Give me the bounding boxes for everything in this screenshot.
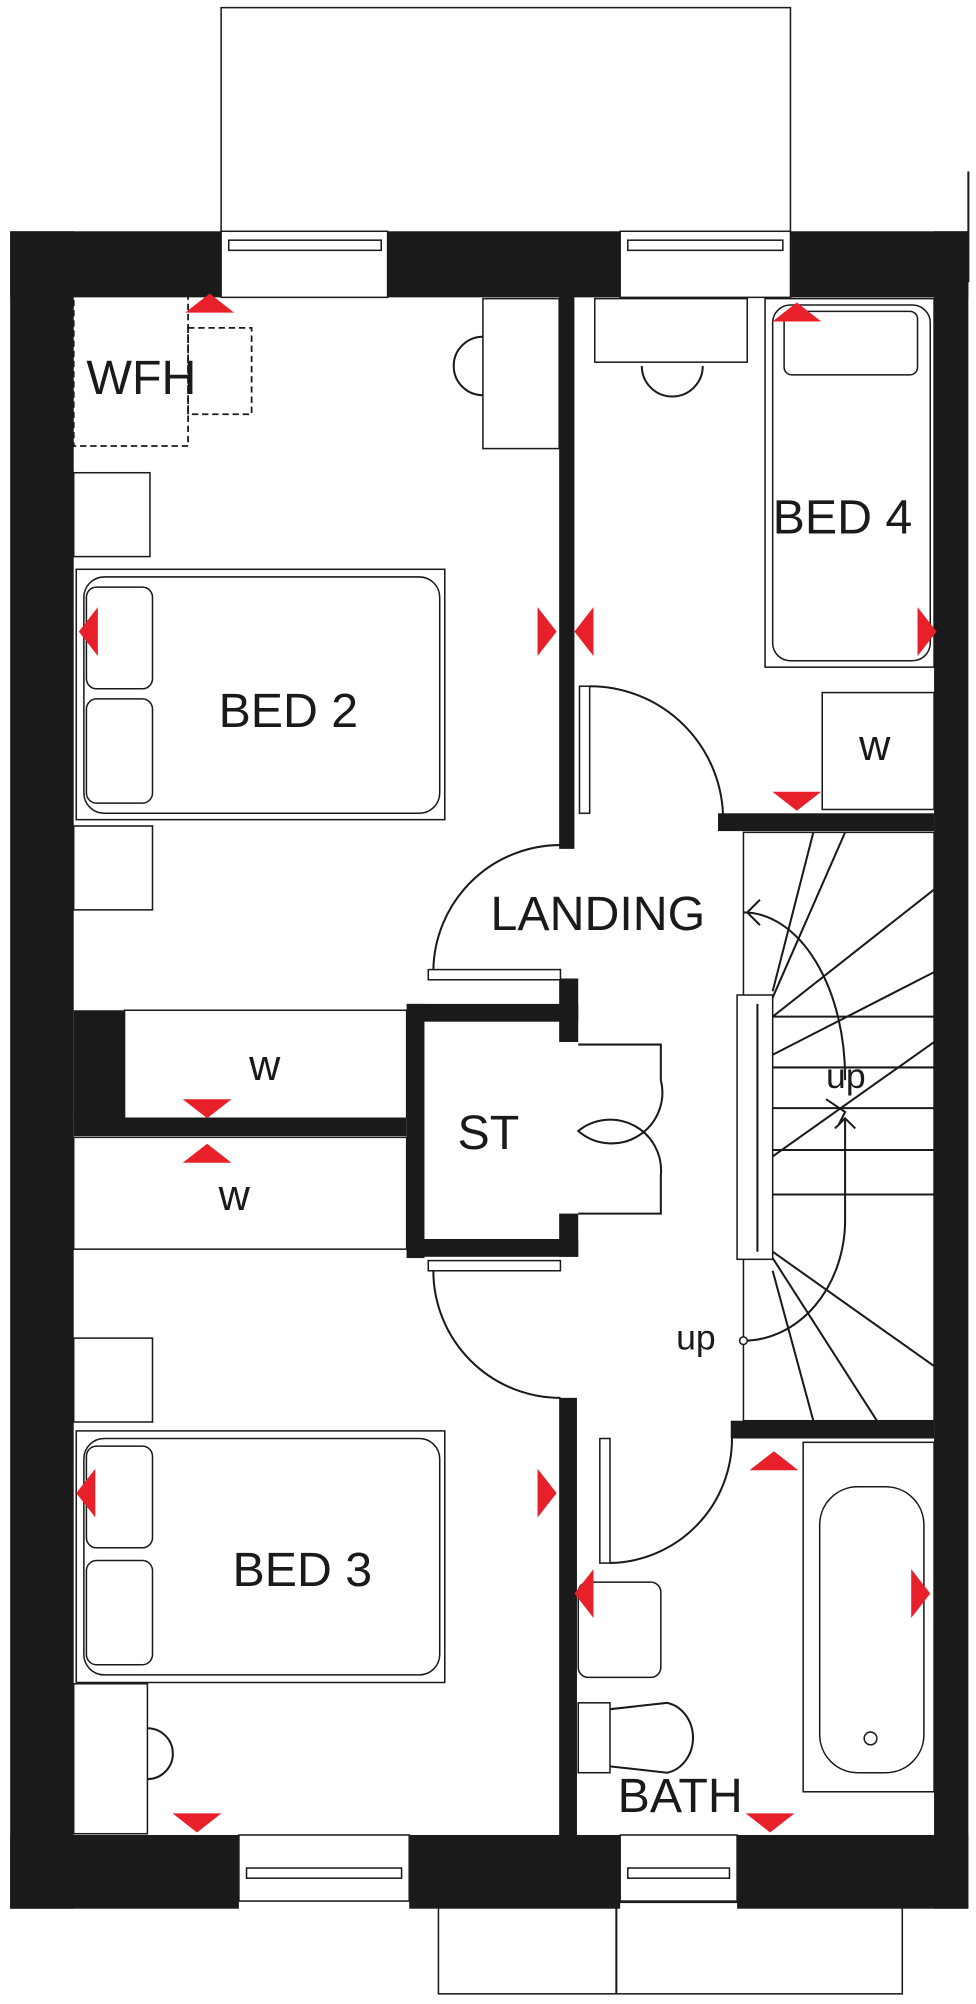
outer-walls — [10, 231, 969, 1909]
dimension-marker-triangle-icon — [574, 1569, 594, 1618]
dimension-marker-triangle-icon — [745, 1813, 795, 1833]
wardrobe-label-bed3: w — [218, 1172, 251, 1220]
bottom-balcony — [437, 1901, 904, 1995]
dimension-marker-triangle-icon — [172, 1813, 222, 1833]
room-label-landing: LANDING — [491, 887, 706, 941]
dimension-marker-triangle-icon — [772, 791, 822, 811]
dimension-marker-triangle-icon — [185, 293, 235, 313]
internal-walls — [73, 296, 935, 1837]
wardrobe-label-bed4: w — [858, 722, 891, 770]
dimension-marker-triangle-icon — [76, 1468, 96, 1518]
dimension-marker-triangle-icon — [537, 607, 557, 656]
dimension-marker-triangle-icon — [574, 607, 594, 656]
dimension-marker-triangle-icon — [537, 1468, 557, 1518]
dimension-marker-triangle-icon — [182, 1143, 232, 1163]
top-balcony — [220, 6, 792, 235]
dimension-marker-triangle-icon — [749, 1451, 799, 1471]
windows — [220, 230, 792, 1902]
dimension-markers — [76, 293, 937, 1833]
dimension-marker-triangle-icon — [917, 607, 937, 656]
stairs-up-label-upper: up — [826, 1056, 866, 1096]
room-label-wfh: WFH — [86, 351, 196, 405]
room-label-store: ST — [458, 1106, 520, 1160]
room-label-bath: BATH — [618, 1769, 743, 1823]
wardrobe-label-bed2: w — [248, 1042, 281, 1090]
stairs-up-label-lower: up — [676, 1318, 716, 1358]
dimension-marker-triangle-icon — [772, 302, 822, 322]
dimension-marker-triangle-icon — [182, 1099, 232, 1119]
room-label-bed2: BED 2 — [219, 684, 359, 738]
room-label-bed3: BED 3 — [233, 1543, 373, 1597]
dimension-marker-triangle-icon — [78, 607, 98, 656]
room-label-bed4: BED 4 — [773, 491, 913, 545]
staircase — [736, 831, 935, 1422]
furniture — [72, 295, 935, 1835]
doors — [427, 685, 734, 1565]
dimension-marker-triangle-icon — [911, 1569, 931, 1618]
